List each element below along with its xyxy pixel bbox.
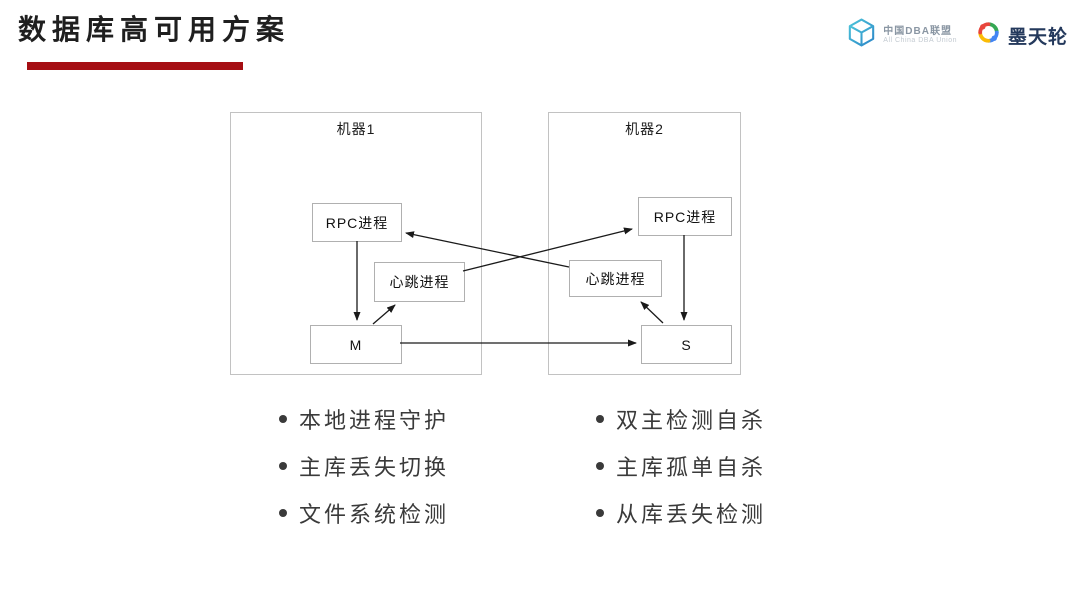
- bullet-dot-icon: [279, 509, 287, 517]
- bullet-dot-icon: [279, 415, 287, 423]
- bullet-label: 双主检测自杀: [616, 408, 767, 433]
- dba-union-name: 中国DBA联盟: [883, 25, 952, 37]
- logo-row: 中国DBA联盟 All China DBA Union 墨天轮: [846, 17, 1068, 53]
- modb-name: 墨天轮: [1007, 26, 1068, 48]
- bullet-label: 主库丢失切换: [299, 455, 450, 480]
- bullet-label: 主库孤单自杀: [616, 455, 767, 480]
- machine1-label: 机器1: [336, 121, 376, 137]
- bullet-list-right: 双主检测自杀 主库孤单自杀 从库丢失检测: [596, 407, 766, 548]
- bullet-item: 主库孤单自杀: [596, 454, 766, 480]
- cube-icon: [846, 17, 877, 53]
- modb-logo: 墨天轮: [975, 19, 1068, 51]
- title-underline: [27, 62, 243, 70]
- node-master: M: [310, 325, 402, 364]
- bullet-dot-icon: [279, 462, 287, 470]
- bullet-item: 主库丢失切换: [279, 454, 449, 480]
- dba-union-logo: 中国DBA联盟 All China DBA Union: [846, 17, 957, 53]
- node-rpc-process-2: RPC进程: [638, 197, 732, 236]
- dba-union-text: 中国DBA联盟 All China DBA Union: [883, 26, 957, 45]
- node-rpc-process-1: RPC进程: [312, 203, 402, 242]
- bullet-item: 文件系统检测: [279, 501, 449, 527]
- bullet-label: 从库丢失检测: [616, 502, 767, 527]
- bullet-item: 本地进程守护: [279, 407, 449, 433]
- node-heartbeat-process-1: 心跳进程: [374, 262, 465, 302]
- bullet-dot-icon: [596, 462, 604, 470]
- bullet-label: 本地进程守护: [299, 408, 450, 433]
- page-title: 数据库高可用方案: [18, 14, 291, 45]
- pinwheel-icon: [975, 19, 1002, 51]
- node-heartbeat-process-2: 心跳进程: [569, 260, 662, 297]
- machine2-label: 机器2: [625, 121, 664, 137]
- bullet-label: 文件系统检测: [299, 502, 450, 527]
- bullet-dot-icon: [596, 415, 604, 423]
- bullet-item: 双主检测自杀: [596, 407, 766, 433]
- bullet-dot-icon: [596, 509, 604, 517]
- bullet-item: 从库丢失检测: [596, 501, 766, 527]
- dba-union-subtitle: All China DBA Union: [883, 36, 957, 44]
- bullet-list-left: 本地进程守护 主库丢失切换 文件系统检测: [279, 407, 449, 548]
- node-slave: S: [641, 325, 732, 364]
